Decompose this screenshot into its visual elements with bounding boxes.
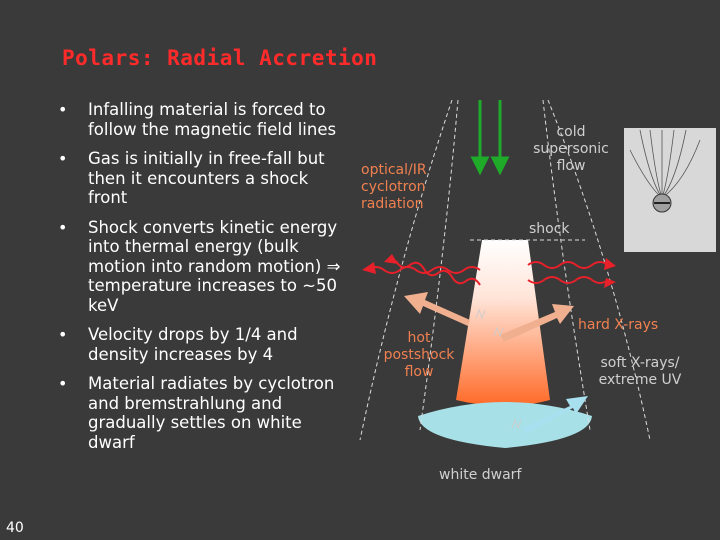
bullet-icon: •: [58, 217, 68, 237]
label-line: flow: [556, 158, 586, 174]
label-line: supersonic: [533, 141, 609, 157]
postshock-column: [456, 240, 550, 406]
label-line: hot: [407, 330, 431, 346]
inset-magnetosphere-image: [624, 128, 716, 252]
label-line: radiation: [361, 196, 424, 212]
soft-xrays-label: soft X-rays/ extreme UV: [588, 355, 692, 389]
label-line: cyclotron: [361, 179, 426, 195]
bullet-icon: •: [58, 149, 68, 168]
bullet-icon: •: [58, 374, 68, 393]
label-line: soft X-rays/: [600, 355, 680, 371]
slide-number: 40: [6, 520, 24, 536]
bullet-item: • Velocity drops by 1/4 and density incre…: [58, 325, 348, 364]
bullet-icon: •: [58, 100, 68, 119]
white-dwarf-label: white dwarf: [439, 467, 522, 483]
cyclotron-arrowheads: [362, 254, 616, 288]
soft-xray-arrow: [522, 396, 588, 434]
photon-marks: [475, 308, 522, 430]
label-line: flow: [404, 364, 434, 380]
label-line: optical/IR: [361, 162, 427, 178]
hot-postshock-label: hot postshock flow: [372, 330, 466, 381]
optical-ir-label: optical/IR cyclotron radiation: [361, 162, 427, 213]
bullet-item: • Infalling material is forced to follow …: [58, 100, 348, 139]
bullet-item: • Gas is initially in free-fall but then …: [58, 149, 348, 208]
infall-arrows: [470, 100, 510, 176]
bullet-icon: •: [58, 325, 68, 344]
white-dwarf-surface: [418, 402, 592, 448]
hard-xray-arrows: [404, 292, 574, 342]
label-line: cold: [556, 124, 586, 140]
bullet-text: Velocity drops by 1/4 and density increa…: [88, 325, 298, 364]
shock-label: shock: [529, 221, 570, 237]
bullet-text: Material radiates by cyclotron and brems…: [88, 374, 335, 452]
label-line: postshock: [383, 347, 455, 363]
bullet-list: • Infalling material is forced to follow …: [58, 100, 348, 462]
bullet-text: Infalling material is forced to follow t…: [88, 100, 337, 139]
bullet-item: • Shock converts kinetic energy into ther…: [58, 218, 348, 316]
cyclotron-waves: [367, 260, 609, 286]
label-line: extreme UV: [598, 372, 682, 388]
bullet-text: Shock converts kinetic energy into therm…: [88, 217, 341, 315]
cold-flow-label: cold supersonic flow: [522, 124, 620, 175]
magnetic-field-lines: [359, 99, 651, 441]
slide-title: Polars: Radial Accretion: [62, 46, 378, 70]
bullet-item: • Material radiates by cyclotron and brem…: [58, 374, 348, 452]
hard-xrays-label: hard X-rays: [578, 317, 659, 333]
bullet-text: Gas is initially in free-fall but then i…: [88, 149, 325, 207]
